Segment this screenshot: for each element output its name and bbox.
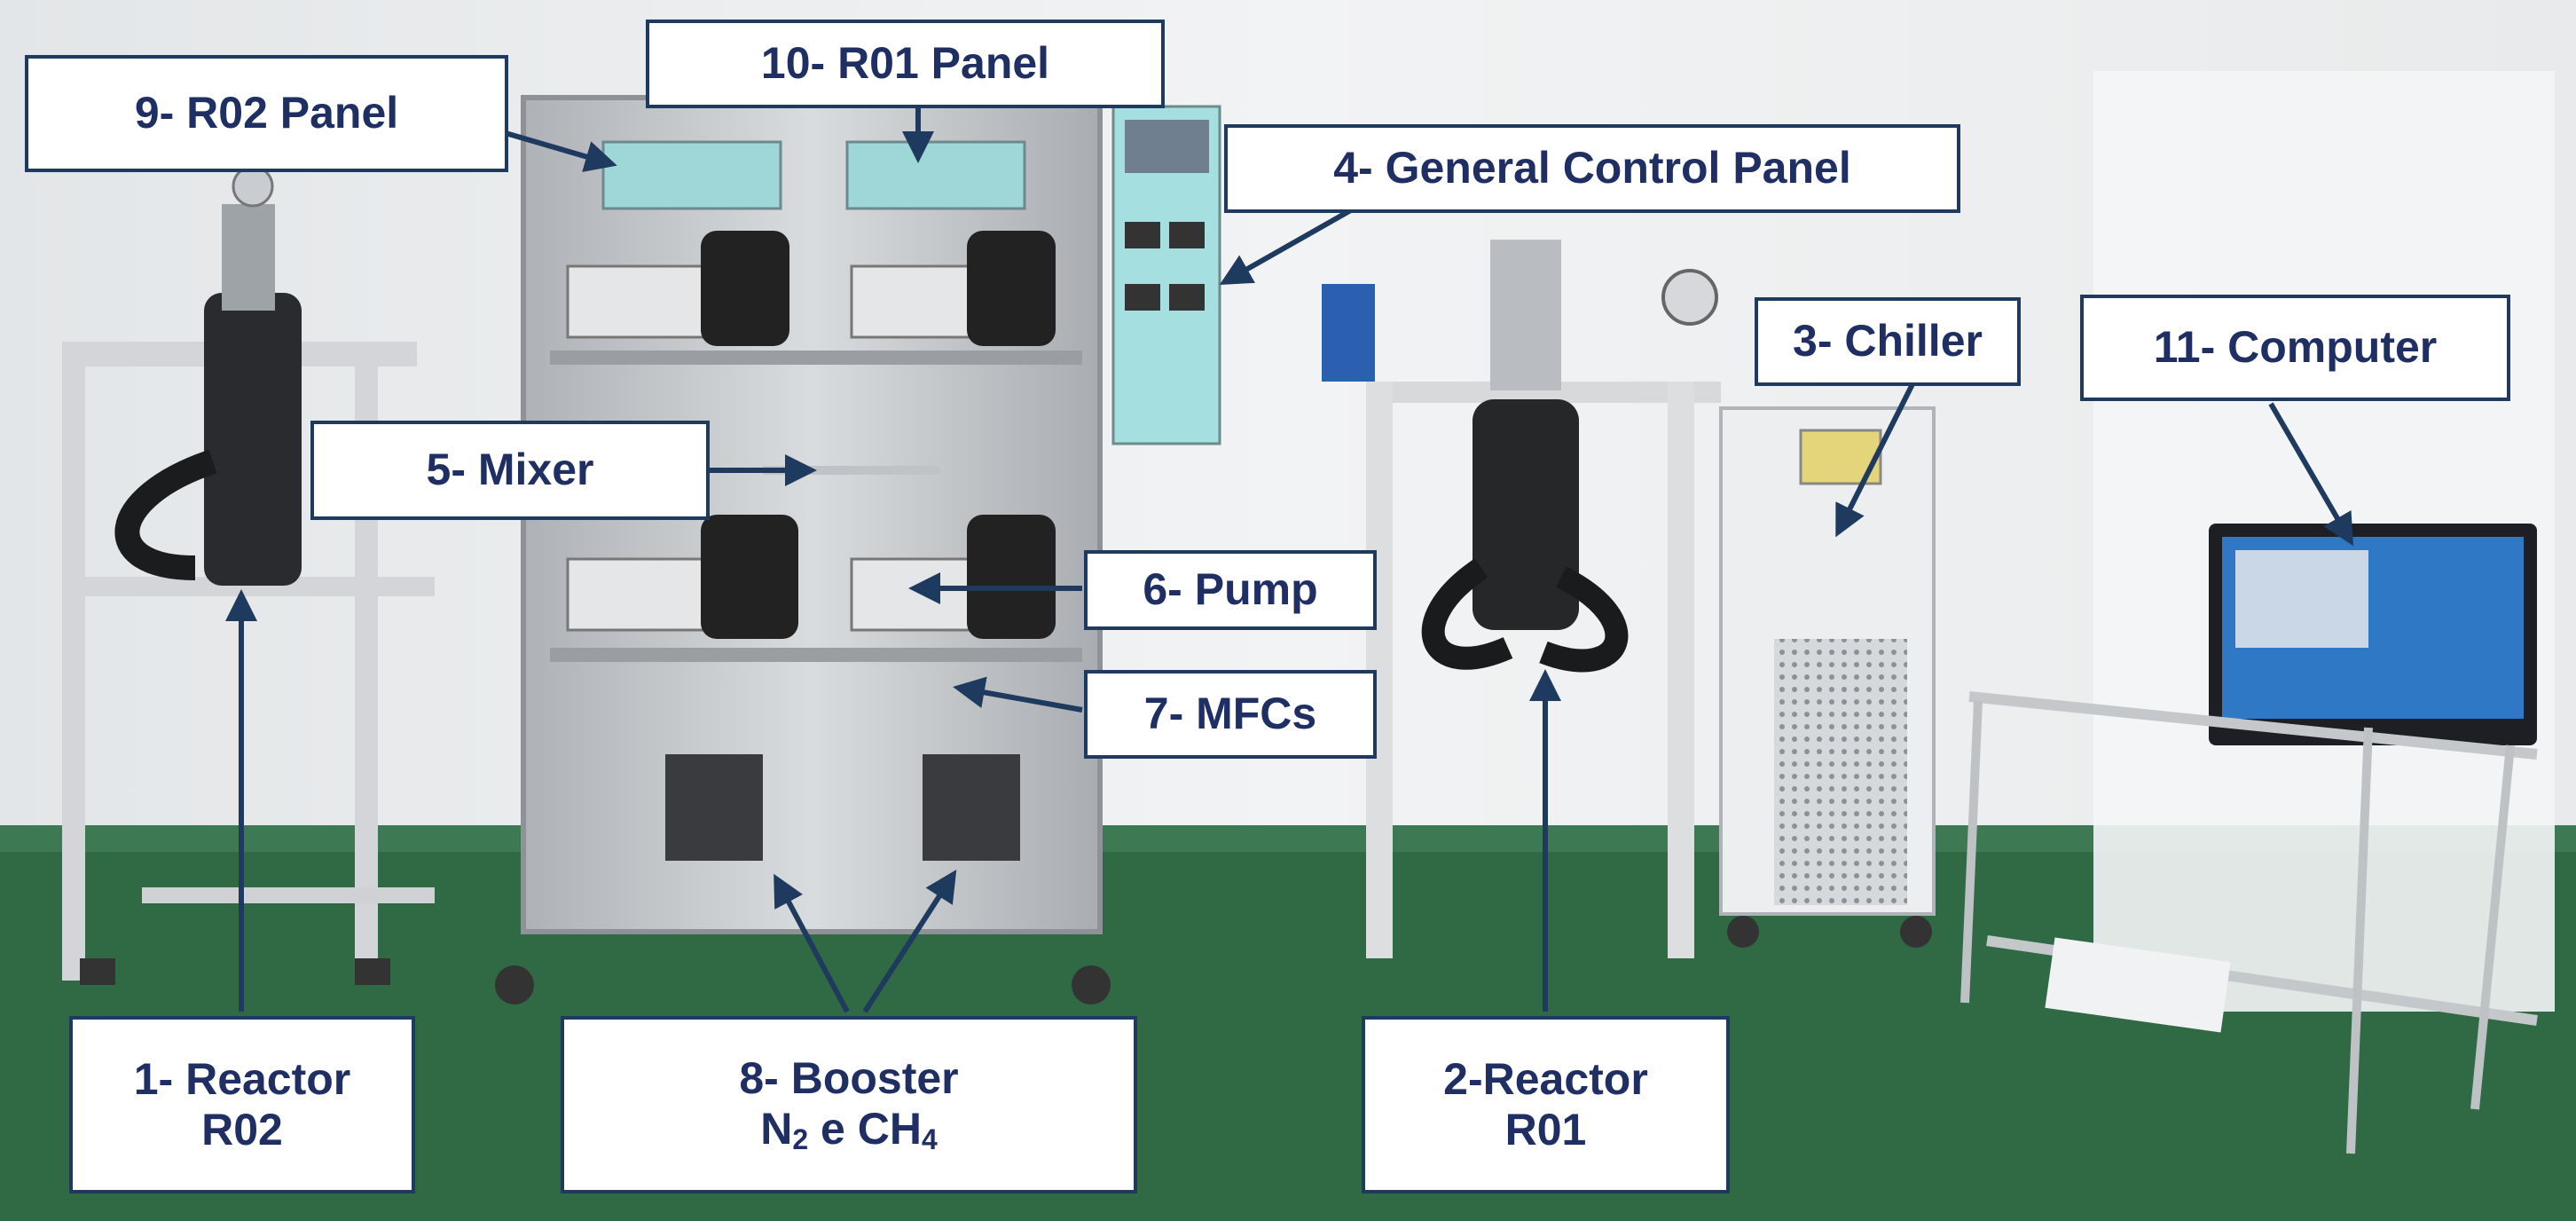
label-reactor-r01: 2-Reactor R01 (1362, 1016, 1730, 1193)
label-reactor-r02-line1: 1- Reactor (133, 1053, 351, 1104)
arrow-4 (1219, 201, 1363, 285)
label-r01-panel: 10- R01 Panel (646, 20, 1165, 108)
label-pump: 6- Pump (1084, 550, 1377, 630)
label-mfcs: 7- MFCs (1084, 670, 1377, 759)
label-computer: 11- Computer (2080, 295, 2510, 401)
arrow-9 (505, 130, 617, 172)
label-booster-line2: N2 e CH4 (760, 1104, 938, 1156)
label-booster-line1: 8- Booster (739, 1052, 959, 1103)
label-reactor-r02: 1- Reactor R02 (69, 1016, 415, 1193)
general-control-unit (1111, 105, 1221, 445)
label-booster: 8- Booster N2 e CH4 (561, 1016, 1137, 1193)
label-chiller: 3- Chiller (1755, 297, 2021, 386)
control-cabinet (495, 95, 1111, 1004)
reactor-r02 (62, 165, 435, 985)
chiller (1719, 406, 1936, 948)
label-reactor-r01-line2: R01 (1504, 1105, 1587, 1154)
arrow-8a (774, 873, 850, 1013)
label-reactor-r01-line1: 2-Reactor (1443, 1053, 1648, 1104)
label-general-control-panel: 4- General Control Panel (1224, 124, 1960, 213)
label-booster-mid: e CH (808, 1104, 922, 1154)
arrow-8b (862, 869, 957, 1013)
label-mixer: 5- Mixer (310, 421, 710, 520)
label-booster-n-sub: 2 (792, 1123, 809, 1156)
arrow-11 (2268, 402, 2354, 547)
arrow-3 (1835, 375, 1919, 538)
callout-arrows (225, 108, 2354, 1013)
arrow-7 (953, 676, 1083, 713)
label-r02-panel: 9- R02 Panel (25, 55, 508, 172)
label-booster-ch-sub: 4 (921, 1123, 938, 1156)
computer-cart (1960, 524, 2538, 1154)
reactor-r01 (1322, 240, 1721, 958)
label-reactor-r02-line2: R02 (201, 1105, 283, 1154)
label-booster-n: N (760, 1104, 793, 1154)
